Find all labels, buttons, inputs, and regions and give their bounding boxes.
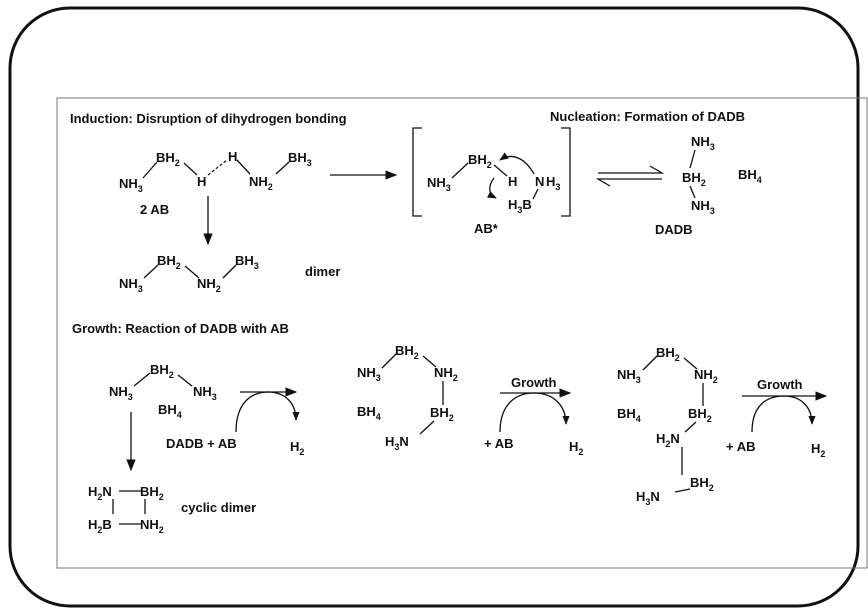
group-bh2: BH2 (690, 475, 714, 493)
group-nh3: NH3 (109, 384, 133, 402)
group-h3b: H3B (508, 197, 532, 215)
curved-arrow-2 (499, 392, 570, 433)
group-bh2: BH2 (688, 406, 712, 424)
curved-arrow-1 (235, 391, 300, 433)
group-h2b: H2B (88, 517, 112, 535)
group-bh2: BH2 (157, 253, 181, 271)
label-plus-ab-2: + AB (726, 439, 756, 454)
two-ab-molecule: NH3 BH2 H H NH2 BH3 2 AB (119, 149, 312, 217)
group-nh2: NH2 (694, 367, 718, 385)
group-bh2: BH2 (430, 405, 454, 423)
group-nh3: NH3 (357, 365, 381, 383)
group-nh3: NH3 (193, 384, 217, 402)
inner-panel (56, 97, 868, 569)
group-bh4: BH4 (738, 167, 762, 185)
group-bh2: BH2 (656, 345, 680, 363)
intermediate-1-molecule: NH3 BH2 NH2 BH4 BH2 H3N (357, 343, 458, 452)
group-bh2: BH2 (468, 152, 492, 170)
group-nh3: NH3 (119, 176, 143, 194)
group-bh4: BH4 (617, 406, 641, 424)
group-h: H (228, 149, 237, 164)
group-nh2: NH2 (249, 174, 273, 192)
frame-border (8, 6, 860, 608)
group-nh3-h: H3 (546, 174, 560, 192)
group-h: H (508, 174, 517, 189)
growth-header: Growth: Reaction of DADB with AB (72, 321, 289, 336)
group-nh2: NH2 (140, 517, 164, 535)
growth-dadb-molecule: NH3 BH2 NH3 BH4 (109, 362, 217, 420)
group-bh2: BH2 (140, 484, 164, 502)
label-ab-star: AB* (474, 221, 499, 236)
cyclic-dimer-molecule: H2N BH2 H2B NH2 cyclic dimer (88, 484, 256, 535)
group-nh3: NH3 (617, 367, 641, 385)
label-dadb-plus-ab: DADB + AB (166, 436, 237, 451)
group-h: H (197, 174, 206, 189)
group-h2n: H2N (656, 431, 680, 449)
group-bh2: BH2 (150, 362, 174, 380)
group-bh4: BH4 (158, 402, 182, 420)
group-bh3: BH3 (288, 150, 312, 168)
dimer-molecule: NH3 BH2 NH2 BH3 dimer (119, 253, 340, 294)
curved-arrow-3 (751, 395, 816, 433)
group-h3n: H3N (385, 434, 409, 452)
label-h2: H2 (569, 439, 583, 457)
label-dadb: DADB (655, 222, 693, 237)
group-bh4: BH4 (357, 404, 381, 422)
label-plus-ab-1: + AB (484, 436, 514, 451)
group-nh3: NH3 (691, 198, 715, 216)
group-nh2: NH2 (434, 365, 458, 383)
nucleation-header: Nucleation: Formation of DADB (550, 109, 745, 124)
group-nh3: N (535, 174, 544, 189)
intermediate-2-molecule: NH3 BH2 NH2 BH4 BH2 H2N BH2 H3N (617, 345, 718, 507)
group-bh2: BH2 (682, 170, 706, 188)
equilibrium-arrows (595, 165, 665, 187)
label-growth-2: Growth (757, 377, 803, 392)
group-bh2: BH2 (156, 150, 180, 168)
group-h2n: H2N (88, 484, 112, 502)
group-bh3: BH3 (235, 253, 259, 271)
label-cyclic-dimer: cyclic dimer (181, 500, 256, 515)
ab-star-complex: NH3 BH2 H N H3 H3B AB* (412, 127, 571, 236)
label-h2: H2 (290, 439, 304, 457)
group-nh3: NH3 (427, 175, 451, 193)
group-nh2: NH2 (197, 276, 221, 294)
label-2ab: 2 AB (140, 202, 169, 217)
group-nh3: NH3 (691, 134, 715, 152)
group-bh2: BH2 (395, 343, 419, 361)
group-nh3: NH3 (119, 276, 143, 294)
dadb-molecule: NH3 BH2 BH4 NH3 DADB (655, 134, 762, 237)
label-h2: H2 (811, 441, 825, 459)
label-dimer: dimer (305, 264, 340, 279)
label-growth-1: Growth (511, 375, 557, 390)
group-h3n: H3N (636, 489, 660, 507)
induction-header: Induction: Disruption of dihydrogen bond… (70, 111, 347, 126)
